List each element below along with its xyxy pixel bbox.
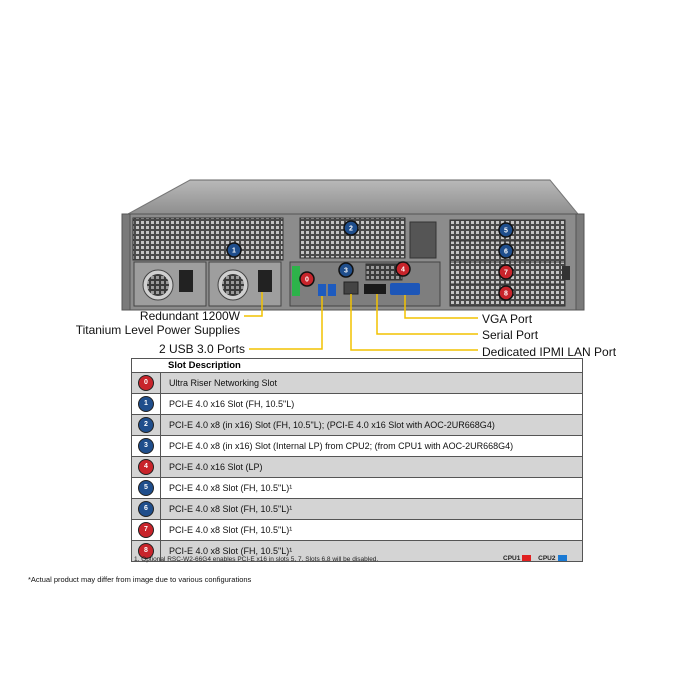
power-supply-2 xyxy=(208,261,282,307)
server-chassis-illustration: 1 2 0 3 4 5 6 7 8 xyxy=(121,179,585,351)
chassis-slot-badge: 8 xyxy=(498,285,514,301)
chassis-slot-badge-number: 3 xyxy=(344,268,348,275)
chassis-slot-badge-number: 4 xyxy=(401,267,405,274)
psu-label: Redundant 1200W Titanium Level Power Sup… xyxy=(60,309,240,337)
table-row: 6 PCI-E 4.0 x8 Slot (FH, 10.5"L)¹ xyxy=(131,498,583,520)
table-header: Slot Description xyxy=(131,358,583,373)
slot-number-badge: 7 xyxy=(138,522,154,538)
cpu2-color-swatch xyxy=(557,555,567,562)
slot-number-cell: 0 xyxy=(131,372,161,394)
psu-label-line2: Titanium Level Power Supplies xyxy=(75,323,240,337)
table-row: 4 PCI-E 4.0 x16 Slot (LP) xyxy=(131,456,583,478)
slot-description-table: Slot Description 0 Ultra Riser Networking… xyxy=(131,358,583,562)
cpu2-legend-label: CPU2 xyxy=(538,555,556,562)
table-row: 3 PCI-E 4.0 x8 (in x16) Slot (Internal LP… xyxy=(131,435,583,457)
chassis-slot-badge: 1 xyxy=(226,242,242,258)
slot-number-cell: 7 xyxy=(131,519,161,541)
slot-number-badge: 5 xyxy=(138,480,154,496)
usb-label: 2 USB 3.0 Ports xyxy=(158,342,245,356)
slot-number-cell: 5 xyxy=(131,477,161,499)
chassis-slot-badge: 4 xyxy=(395,261,411,277)
slot-description-cell: Ultra Riser Networking Slot xyxy=(160,372,583,394)
cpu-legend: CPU1 CPU2 xyxy=(503,555,572,562)
chassis-slot-badge: 6 xyxy=(498,243,514,259)
vga-label: VGA Port xyxy=(482,312,533,326)
slot-number-cell: 3 xyxy=(131,435,161,457)
slot-number-cell: 6 xyxy=(131,498,161,520)
chassis-slot-badge-number: 0 xyxy=(305,277,309,284)
slot-number-badge: 3 xyxy=(138,438,154,454)
slot-description-cell: PCI-E 4.0 x16 Slot (LP) xyxy=(160,456,583,478)
serial-label: Serial Port xyxy=(482,328,539,342)
left-slot-bay xyxy=(132,217,284,261)
slot-number-badge: 0 xyxy=(138,375,154,391)
slot-description-cell: PCI-E 4.0 x8 Slot (FH, 10.5"L)¹ xyxy=(160,498,583,520)
usb-callout-line xyxy=(249,296,323,350)
table-row: 7 PCI-E 4.0 x8 Slot (FH, 10.5"L)¹ xyxy=(131,519,583,541)
chassis-slot-badge-number: 1 xyxy=(232,248,236,255)
slot-description-cell: PCI-E 4.0 x8 Slot (FH, 10.5"L)¹ xyxy=(160,540,583,562)
power-supply-1 xyxy=(133,261,207,307)
chassis-slot-badge-number: 6 xyxy=(504,249,508,256)
ipmi-callout-line xyxy=(350,294,478,351)
chassis-slot-badge: 3 xyxy=(338,262,354,278)
chassis-slot-badge: 7 xyxy=(498,264,514,280)
table-row: 8 PCI-E 4.0 x8 Slot (FH, 10.5"L)¹ xyxy=(131,540,583,562)
table-row: 2 PCI-E 4.0 x8 (in x16) Slot (FH, 10.5"L)… xyxy=(131,414,583,436)
slot-number-cell: 8 xyxy=(131,540,161,562)
vga-callout-line xyxy=(404,295,478,319)
table-row: 0 Ultra Riser Networking Slot xyxy=(131,372,583,394)
chassis-slot-badge-number: 5 xyxy=(504,228,508,235)
chassis-slot-badge: 0 xyxy=(299,271,315,287)
slot-description-cell: PCI-E 4.0 x8 (in x16) Slot (Internal LP)… xyxy=(160,435,583,457)
slot-number-cell: 2 xyxy=(131,414,161,436)
serial-callout-line xyxy=(376,294,478,335)
slot-number-badge: 4 xyxy=(138,459,154,475)
slot-description-cell: PCI-E 4.0 x8 (in x16) Slot (FH, 10.5"L);… xyxy=(160,414,583,436)
psu-callout-line xyxy=(244,292,263,317)
chassis-slot-badge-number: 8 xyxy=(504,291,508,298)
cpu1-color-swatch xyxy=(522,555,532,562)
chassis-slot-badges: 1 2 0 3 4 5 6 7 8 xyxy=(226,220,514,301)
chassis-slot-badge: 2 xyxy=(343,220,359,236)
slot-description-cell: PCI-E 4.0 x8 Slot (FH, 10.5"L)¹ xyxy=(160,477,583,499)
footnote: 1. Optional RSC-W2-66G4 enables PCI-E x1… xyxy=(134,556,379,563)
slot-number-badge: 2 xyxy=(138,417,154,433)
slot-number-cell: 4 xyxy=(131,456,161,478)
chassis-slot-badge-number: 2 xyxy=(349,226,353,233)
chassis-slot-badge: 5 xyxy=(498,222,514,238)
slot-number-badge: 6 xyxy=(138,501,154,517)
table-row: 1 PCI-E 4.0 x16 Slot (FH, 10.5"L) xyxy=(131,393,583,415)
slot-description-cell: PCI-E 4.0 x16 Slot (FH, 10.5"L) xyxy=(160,393,583,415)
slot-description-cell: PCI-E 4.0 x8 Slot (FH, 10.5"L)¹ xyxy=(160,519,583,541)
slot-number-cell: 1 xyxy=(131,393,161,415)
ipmi-label: Dedicated IPMI LAN Port xyxy=(482,345,617,359)
chassis-slot-badge-number: 7 xyxy=(504,270,508,277)
table-row: 5 PCI-E 4.0 x8 Slot (FH, 10.5"L)¹ xyxy=(131,477,583,499)
slot-number-badge: 8 xyxy=(138,543,154,559)
slot-number-badge: 1 xyxy=(138,396,154,412)
psu-label-line1: Redundant 1200W xyxy=(139,309,240,323)
table-header-row: Slot Description xyxy=(131,358,583,373)
chassis-top-cover xyxy=(127,179,580,215)
cpu1-legend-label: CPU1 xyxy=(503,555,521,562)
disclaimer: *Actual product may differ from image du… xyxy=(28,575,252,584)
